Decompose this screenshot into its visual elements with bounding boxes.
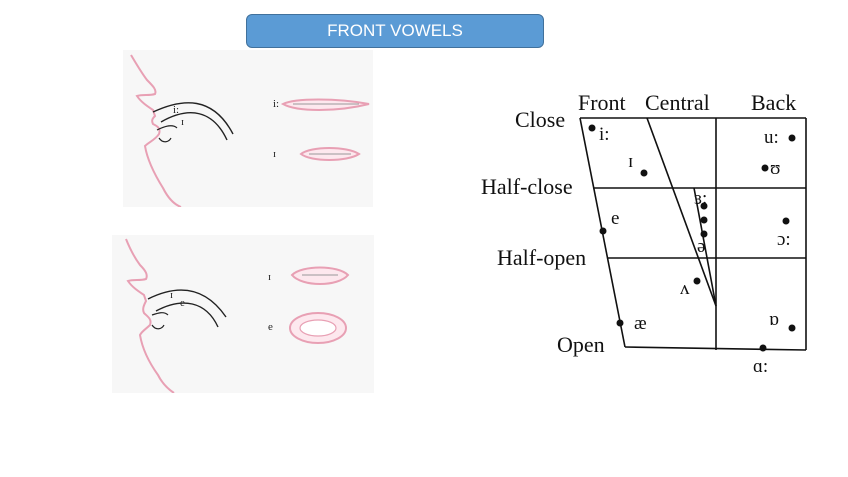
dot-er-2 (701, 217, 708, 224)
row-label-open: Open (557, 332, 605, 357)
dot-i-long (589, 125, 596, 132)
col-label-back: Back (751, 90, 796, 115)
dot-e (600, 228, 607, 235)
dot-ae (617, 320, 624, 327)
sym-e: e (611, 208, 619, 229)
row-label-halfclose: Half-close (481, 174, 573, 199)
col-label-central: Central (645, 90, 710, 115)
dot-o-short (789, 325, 796, 332)
sym-i-long: i: (599, 124, 610, 145)
sym-o-short: ɒ (769, 309, 779, 330)
sym-a-long: ɑ: (753, 356, 768, 377)
dot-a-long (760, 345, 767, 352)
sym-schwa: ə (697, 236, 705, 257)
row-label-close: Close (515, 107, 565, 132)
sym-aw: ɔ: (777, 229, 791, 250)
sym-ae: æ (634, 313, 647, 334)
sym-u-long: u: (764, 127, 779, 148)
col-label-front: Front (578, 90, 626, 115)
sym-i-short: ɪ (628, 151, 633, 172)
dot-u-short (762, 165, 769, 172)
dot-aw (783, 218, 790, 225)
sym-wedge: ʌ (680, 278, 690, 299)
dot-wedge (694, 278, 701, 285)
dot-i-short (641, 170, 648, 177)
sym-u-short: ʊ (770, 158, 780, 179)
row-label-halfopen: Half-open (497, 245, 586, 270)
dot-u-long (789, 135, 796, 142)
sym-er: ɜ: (694, 188, 707, 209)
